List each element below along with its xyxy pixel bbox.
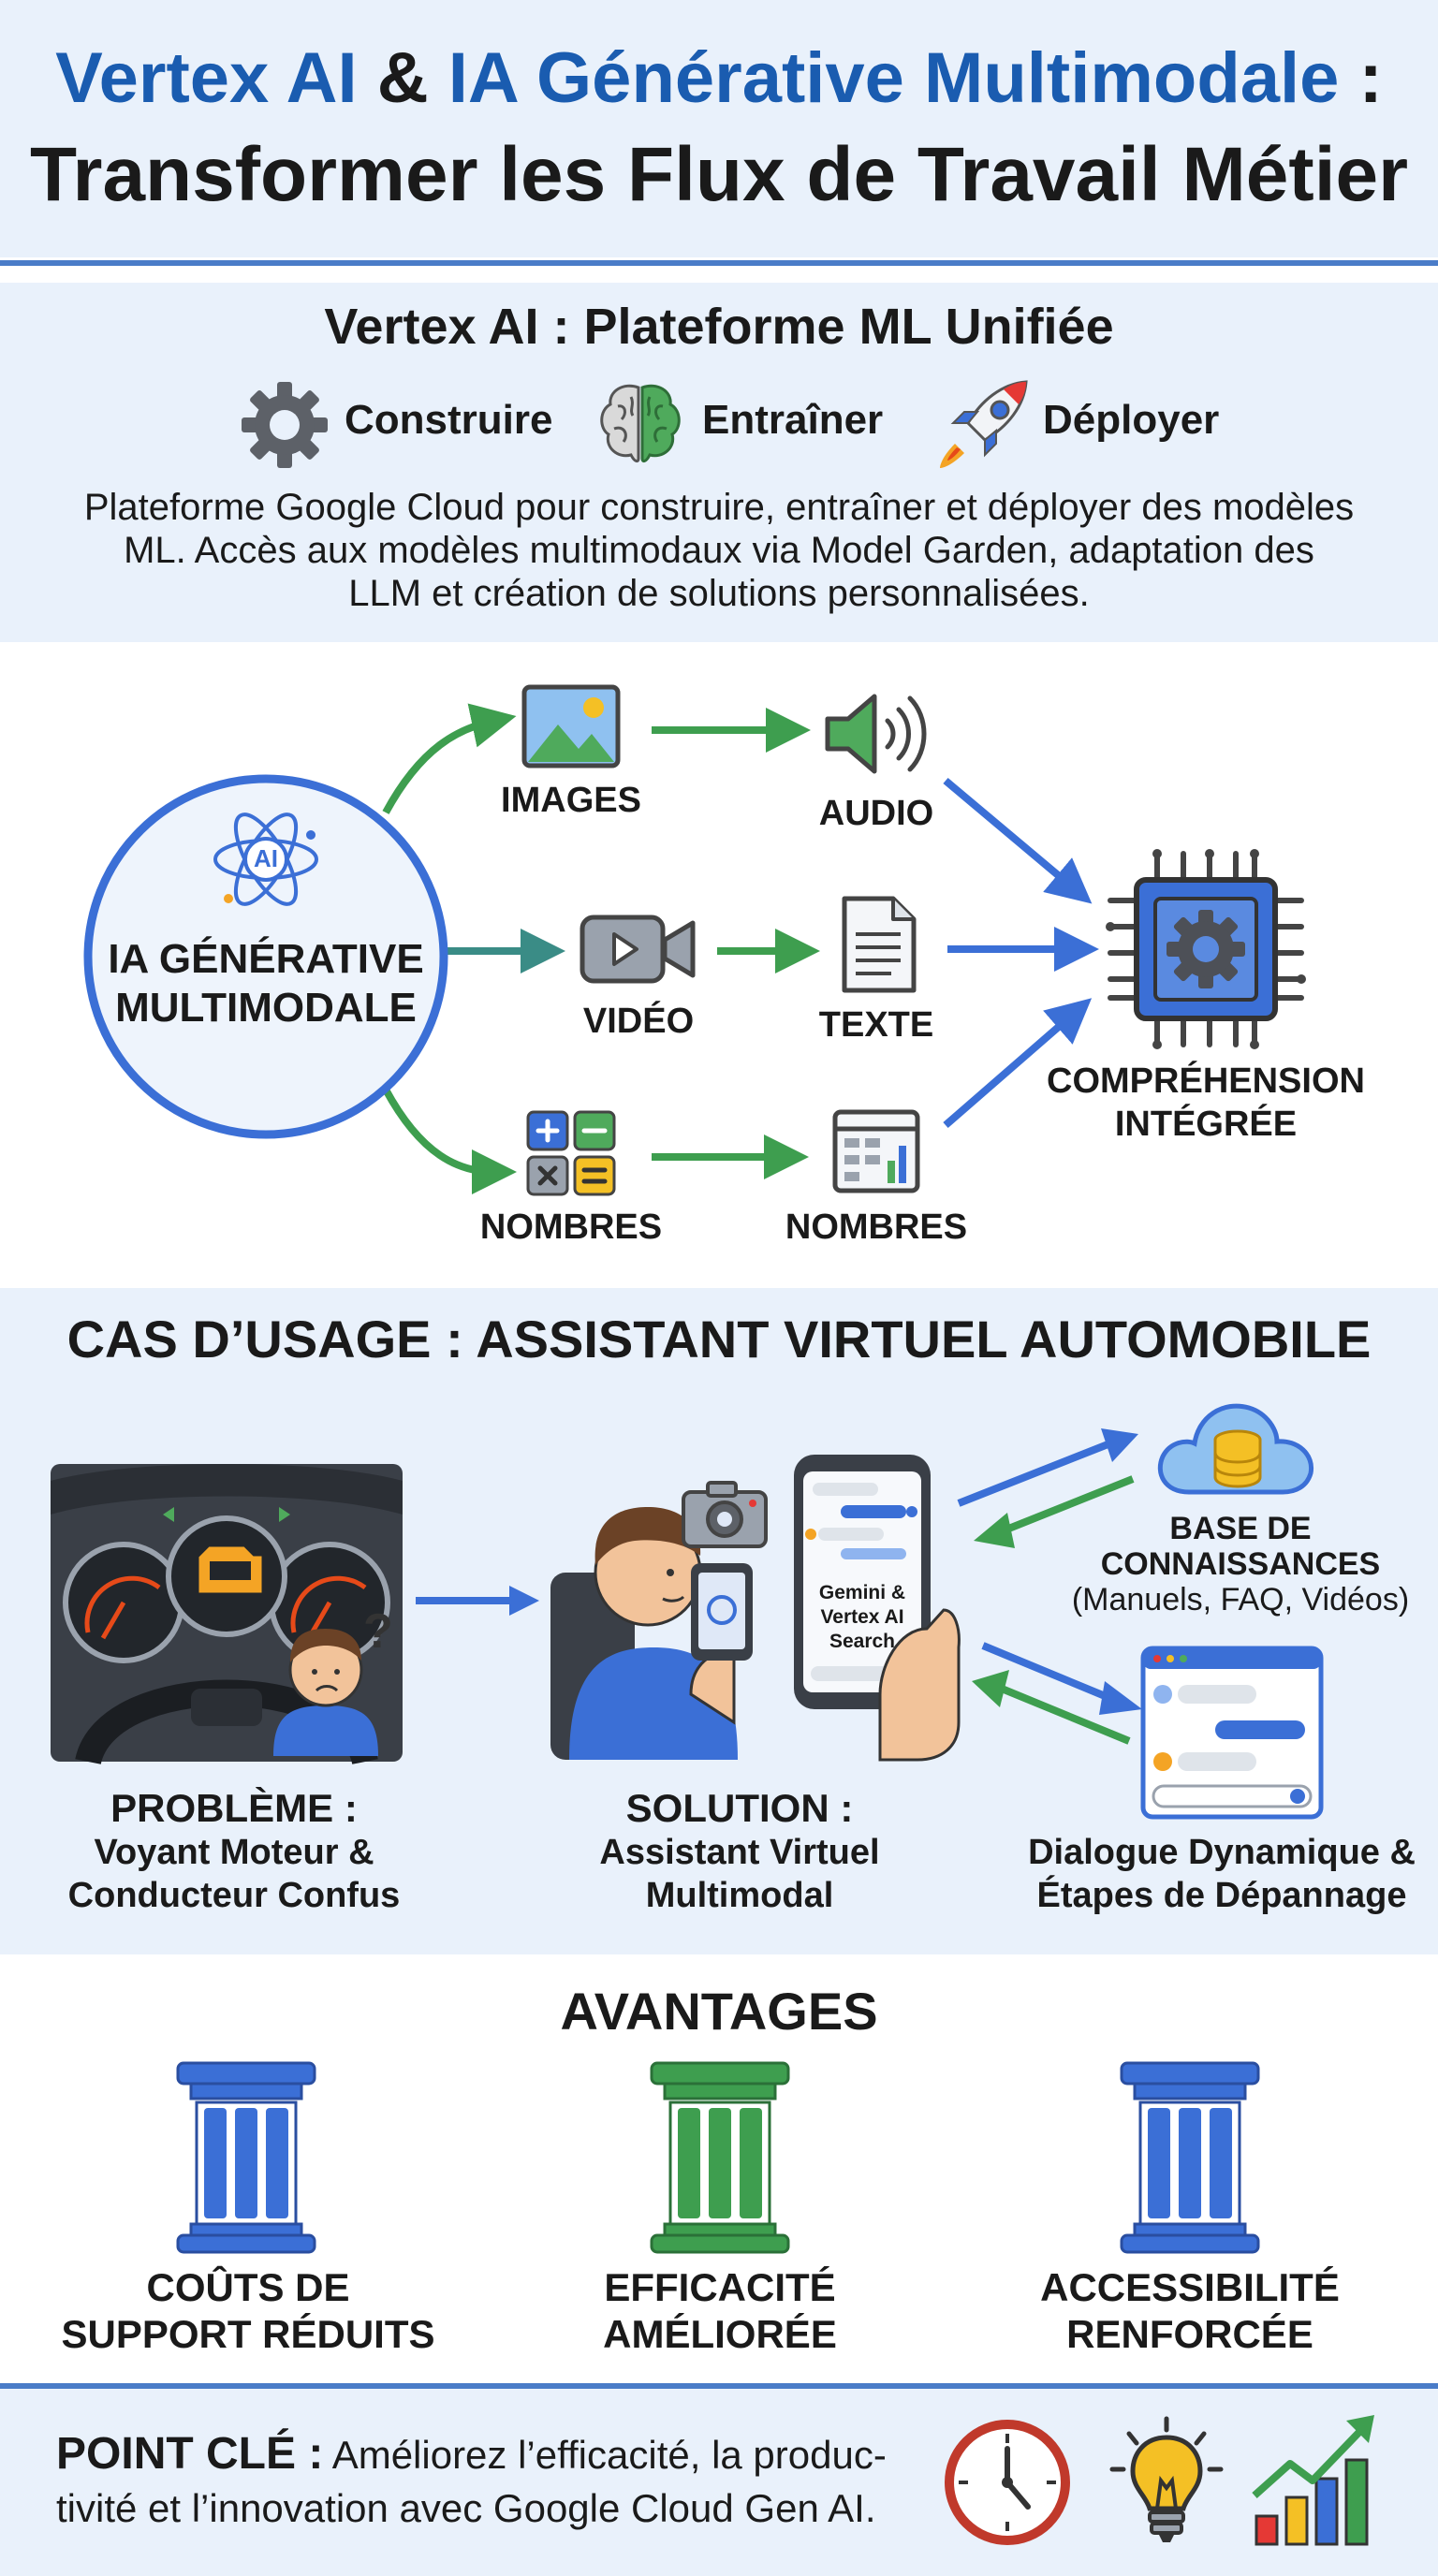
header-divider (0, 260, 1438, 266)
hub-title-line2: MULTIMODALE (115, 985, 417, 1031)
platform-heading: Vertex AI : Plateforme ML Unifiée (324, 299, 1114, 355)
kb-label-line3: (Manuels, FAQ, Vidéos) (1071, 1582, 1410, 1617)
phone-label-line2: Vertex AI (820, 1606, 904, 1628)
hub-title-line1: IA GÉNÉRATIVE (108, 936, 424, 982)
keypoint-divider (0, 2383, 1438, 2389)
keypoint-text-line2: tivité et l’innovation avec Google Cloud… (56, 2486, 876, 2530)
kb-label-line2: CONNAISSANCES (1100, 1546, 1381, 1582)
video-camera-icon (580, 915, 696, 984)
pillar-icon-efficiency (650, 2061, 790, 2254)
problem-to-solution-arrow (416, 1586, 539, 1616)
brain-icon (600, 384, 681, 463)
keypoint-label: POINT CLÉ : (56, 2429, 324, 2479)
solution-text-line1: Assistant Virtuel (599, 1833, 880, 1872)
input-label-images: IMAGES (501, 781, 641, 820)
step-label-construire: Construire (345, 397, 553, 443)
input-label-video: VIDÉO (582, 1002, 695, 1041)
hub-to-numbers-arrow (382, 1088, 517, 1194)
clock-icon (945, 2420, 1070, 2545)
title-ia: IA Générative Multimodale (448, 38, 1340, 118)
kb-label-line1: BASE DE (1169, 1511, 1312, 1546)
problem-title: PROBLÈME : (110, 1786, 358, 1830)
image-icon (521, 684, 621, 768)
output-label-audio: AUDIO (818, 794, 934, 833)
spreadsheet-chart-icon (832, 1109, 920, 1193)
phone-chat-bubbles (805, 1483, 917, 1559)
calculator-icon (526, 1110, 616, 1196)
audio-to-result-arrow (943, 777, 1093, 904)
numbers-to-result-arrow (943, 998, 1093, 1129)
title-amp: & (376, 38, 429, 118)
advantage-accessibility-line1: ACCESSIBILITÉ (1040, 2265, 1340, 2309)
title-colon: : (1358, 38, 1383, 118)
platform-description-line1: Plateforme Google Cloud pour construire,… (83, 487, 1355, 528)
title-vertex: Vertex AI (55, 38, 358, 118)
advantages-heading: AVANTAGES (560, 1982, 878, 2041)
hub-to-images-arrow (382, 703, 517, 814)
page-title-line1: Vertex AI & IA Générative Multimodale : (0, 37, 1438, 119)
document-icon (842, 896, 917, 993)
phone-to-dialogue-arrow (981, 1642, 1142, 1715)
step-label-deployer: Déployer (1043, 397, 1220, 443)
lightbulb-icon (1109, 2416, 1224, 2542)
problem-text-line1: Voyant Moteur & (94, 1833, 374, 1872)
pillar-icon-support (176, 2061, 316, 2254)
dialogue-to-phone-arrow (972, 1670, 1131, 1745)
user-with-phone-illustration (550, 1507, 753, 1760)
phone-label-line3: Search (829, 1631, 896, 1652)
kb-to-phone-arrow (974, 1475, 1135, 1548)
svg-text:?: ? (363, 1604, 393, 1659)
speaker-icon (825, 694, 927, 774)
advantage-accessibility-line2: RENFORCÉE (1066, 2312, 1313, 2356)
output-label-numbers: NOMBRES (785, 1208, 968, 1247)
multimodal-arrows (382, 703, 1099, 1194)
advantage-support-line1: COÛTS DE (146, 2265, 350, 2309)
growth-chart-icon (1252, 2415, 1374, 2546)
platform-section (0, 283, 1438, 642)
hand-holding-phone (878, 1608, 961, 1762)
advantage-efficiency-line2: AMÉLIORÉE (603, 2312, 837, 2356)
output-label-text: TEXTE (818, 1005, 934, 1045)
advantage-support-line2: SUPPORT RÉDUITS (61, 2312, 435, 2356)
pillar-icon-accessibility (1120, 2061, 1260, 2254)
atom-ai-icon (213, 812, 318, 906)
processor-chip-icon (1106, 849, 1306, 1049)
problem-text-line2: Conducteur Confus (67, 1876, 401, 1915)
keypoint-text-line1: POINT CLÉ : Améliorez l’efficacité, la p… (56, 2428, 887, 2480)
header-section (0, 0, 1438, 257)
chat-window-icon (1140, 1646, 1324, 1820)
hub-circle (83, 774, 448, 1139)
result-label-line1: COMPRÉHENSION (1047, 1061, 1365, 1101)
camera-icon (682, 1481, 768, 1548)
step-label-entrainer: Entraîner (702, 397, 884, 443)
dialogue-text-line1: Dialogue Dynamique & (1028, 1833, 1416, 1872)
solution-title: SOLUTION : (625, 1786, 854, 1830)
solution-text-line2: Multimodal (645, 1876, 834, 1915)
usecase-heading: CAS D’USAGE : ASSISTANT VIRTUEL AUTOMOBI… (66, 1310, 1372, 1368)
confused-driver-icon: ? (273, 1604, 393, 1756)
dialogue-text-line2: Étapes de Dépannage (1036, 1876, 1407, 1915)
knowledge-base-cloud-icon (1157, 1403, 1314, 1495)
hub-badge: AI (254, 844, 278, 872)
keypoint-text-a: Améliorez l’efficacité, la produc- (331, 2433, 887, 2477)
input-label-numbers: NOMBRES (479, 1208, 663, 1247)
gear-icon (242, 382, 328, 468)
result-label-line2: INTÉGRÉE (1114, 1105, 1298, 1144)
page-title-line2: Transformer les Flux de Travail Métier (29, 132, 1409, 217)
phone-label-line1: Gemini & (818, 1582, 906, 1603)
usecase-arrows (957, 1428, 1142, 1745)
platform-description-line2: ML. Accès aux modèles multimodaux via Mo… (124, 530, 1314, 571)
phone-to-kb-arrow (957, 1428, 1138, 1507)
advantage-efficiency-line1: EFFICACITÉ (604, 2265, 836, 2309)
platform-description-line3: LLM et création de solutions personnalis… (348, 573, 1090, 614)
rocket-icon (940, 380, 1028, 468)
